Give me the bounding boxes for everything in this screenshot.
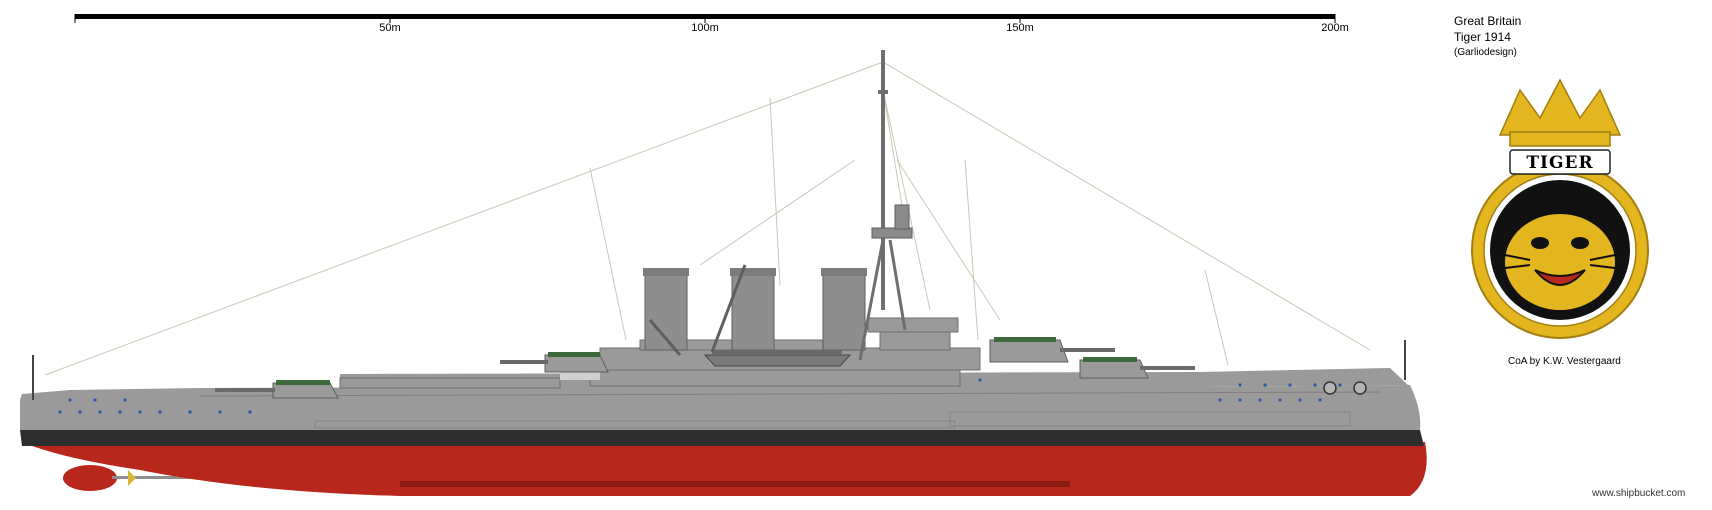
turret-b [1079,357,1195,379]
naval-crown-icon [1498,78,1622,136]
boot-top [20,430,1424,446]
gun-barrel [1140,366,1195,370]
hull-upper [20,385,1421,430]
hull-lower [22,442,1427,496]
funnel-cap [730,268,776,276]
scale-tick-label: 150m [1006,22,1034,34]
derrick [648,319,682,356]
propeller-icon [128,470,136,486]
turret-x [500,352,609,380]
rudder [63,465,117,491]
funnel-cap [643,268,689,276]
scale-tick-label: 100m [691,22,719,34]
rigging [44,61,1371,376]
main-turrets [215,337,1195,399]
bilge-keel [400,481,1070,487]
bridge-deck [879,329,951,351]
belt-armour-outline [314,420,956,429]
coa-credit-label: CoA by K.W. Vestergaard [1508,356,1621,367]
badge-name-plate [1509,149,1611,175]
aft-deckhouse [339,377,561,389]
derrick [710,264,747,353]
site-credit-label: www.shipbucket.com [1592,488,1686,499]
spotting-top [871,227,913,239]
tiger-head-icon [1504,214,1616,310]
hawse-pipe [1353,381,1367,395]
funnel-3 [822,271,866,351]
badge-name: TIGER [1526,153,1593,173]
funnel-cap [821,268,867,276]
ships-boat [703,354,852,367]
hawse-pipe [1323,381,1337,395]
scale-bar-line [75,14,1335,19]
scale-tick-label: 50m [379,22,400,34]
hull [20,368,1427,496]
turret-q [215,380,339,399]
coat-of-arms: TIGER [1471,78,1649,339]
gun-barrel [1060,348,1115,352]
funnels [643,268,867,351]
turret-a [989,337,1115,363]
fire-control-top [894,204,910,230]
ship-name-label: Tiger 1914 [1454,30,1511,44]
mast-pole [881,50,885,310]
scale-tick-label: 200m [1321,22,1349,34]
scale-bar: 50m 100m 150m 200m [74,14,1349,34]
country-label: Great Britain [1454,14,1522,28]
foremast [858,50,913,361]
gun-barrel [215,388,275,392]
designer-label: (Garliodesign) [1454,47,1517,58]
bridge-upper [867,317,959,333]
belt-armour-outline [949,411,1351,427]
main-deckhouse [589,367,961,387]
gun-barrel [500,360,548,364]
boat-cover [712,350,842,355]
